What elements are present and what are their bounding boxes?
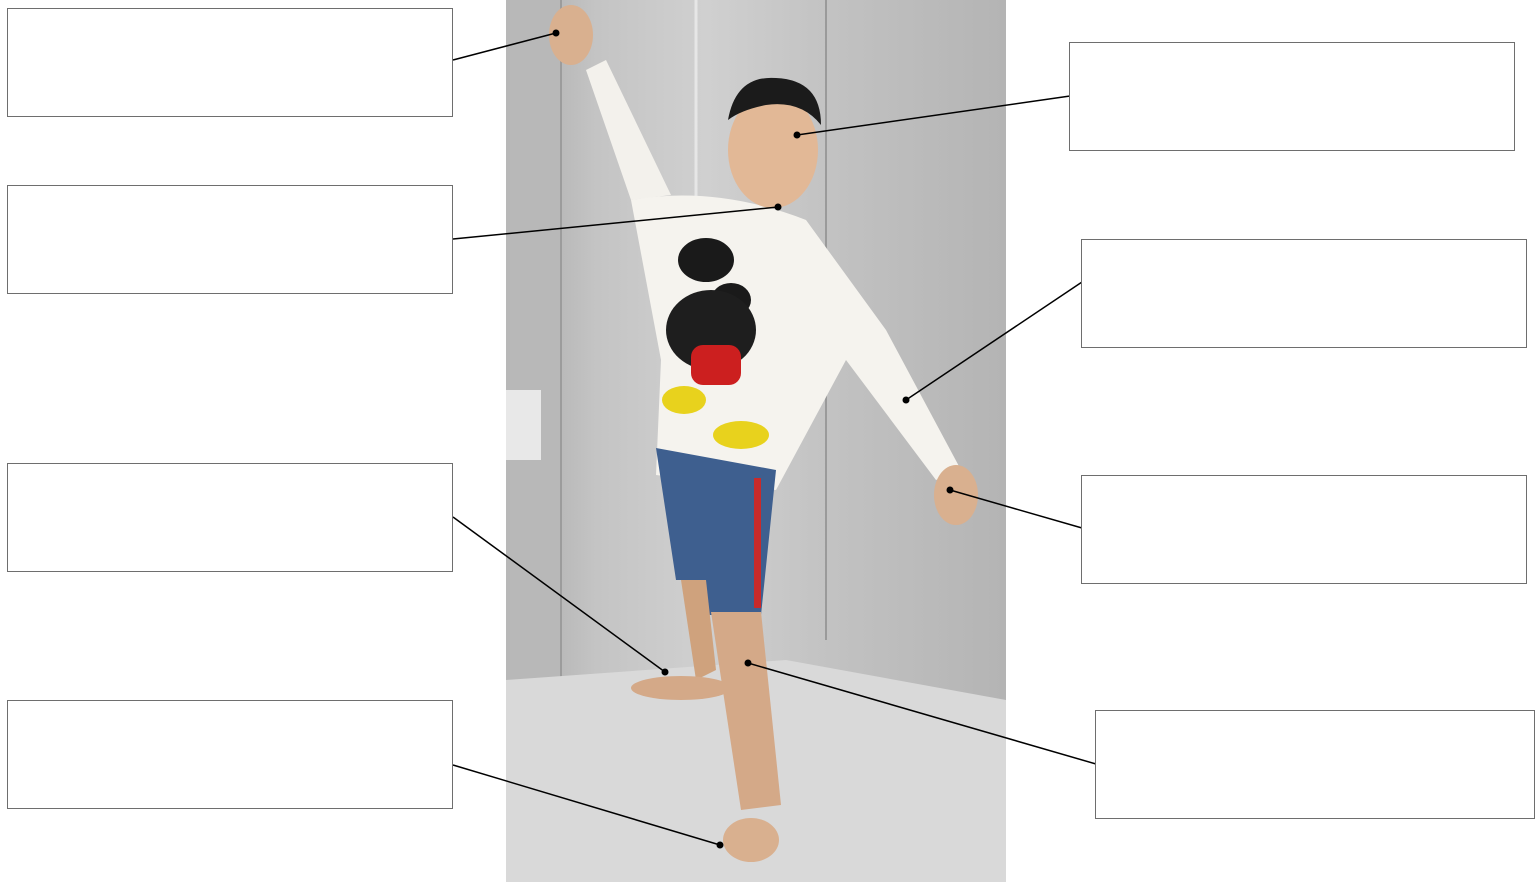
label-box-elbow[interactable] xyxy=(1081,239,1527,348)
leader-line-leg xyxy=(748,663,1096,764)
anchor-dot xyxy=(745,660,752,667)
leader-line-head xyxy=(797,96,1070,135)
anchor-dot xyxy=(717,842,724,849)
label-box-hand-left[interactable] xyxy=(7,8,453,117)
leader-line-foot xyxy=(453,765,720,845)
label-box-head[interactable] xyxy=(1069,42,1515,151)
label-box-mouth[interactable] xyxy=(7,185,453,294)
anchor-dot xyxy=(794,132,801,139)
leader-line-hand-left xyxy=(453,33,556,60)
leader-line-knee xyxy=(453,517,665,672)
anchor-dot xyxy=(553,30,560,37)
label-box-leg[interactable] xyxy=(1095,710,1535,819)
leader-line-mouth xyxy=(453,207,778,239)
leader-line-hand-right xyxy=(950,490,1082,528)
label-box-foot[interactable] xyxy=(7,700,453,809)
leader-line-elbow xyxy=(906,282,1082,400)
anchor-dot xyxy=(903,397,910,404)
anchor-dot xyxy=(947,487,954,494)
label-box-knee[interactable] xyxy=(7,463,453,572)
anchor-dot xyxy=(775,204,782,211)
label-box-hand-right[interactable] xyxy=(1081,475,1527,584)
anchor-dot xyxy=(662,669,669,676)
